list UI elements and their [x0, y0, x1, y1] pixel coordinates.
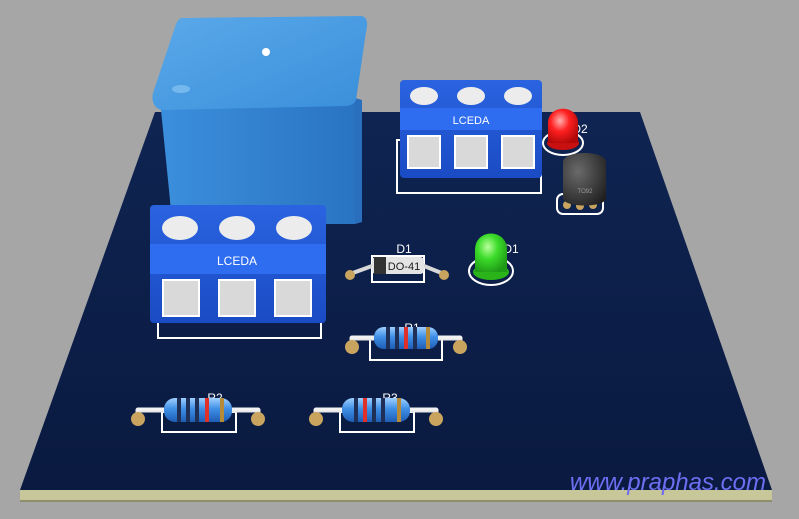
- screw-hole: [504, 87, 532, 105]
- color-band: [386, 327, 390, 349]
- led-red-dome: [548, 108, 578, 143]
- pad: [131, 412, 145, 426]
- terminal-block-top: LCEDA: [400, 80, 542, 178]
- led-green-designator: D1: [503, 242, 519, 256]
- screw-hole: [219, 216, 255, 240]
- terminal-left-band: [150, 244, 326, 274]
- relay-front-face: [160, 98, 355, 224]
- screw-hole: [410, 87, 438, 105]
- relay-corner-highlight: [172, 85, 190, 93]
- relay-top-face: [152, 16, 368, 110]
- resistor-r2: R2: [131, 391, 265, 426]
- color-band: [186, 398, 190, 422]
- wire-slot: [454, 135, 488, 169]
- wire-slot: [218, 279, 256, 317]
- wire-slot: [274, 279, 312, 317]
- relay-right-face: [355, 98, 362, 224]
- resistor-r1: R1: [345, 321, 467, 354]
- resistor-r3: R3: [309, 391, 443, 426]
- color-band: [354, 398, 358, 422]
- diode-designator: D1: [396, 242, 412, 256]
- pad: [429, 412, 443, 426]
- terminal-block-left: LCEDA: [150, 205, 326, 323]
- screw-hole: [457, 87, 485, 105]
- color-band: [195, 398, 199, 422]
- watermark: www.praphas.com: [570, 469, 766, 496]
- board-edge-shadow: [20, 500, 772, 502]
- pad: [345, 340, 359, 354]
- color-band: [381, 398, 385, 422]
- color-band: [363, 398, 367, 422]
- screw-hole: [162, 216, 198, 240]
- screw-hole: [276, 216, 312, 240]
- wire-slot: [501, 135, 535, 169]
- terminal-left-label: LCEDA: [217, 254, 257, 268]
- pad: [453, 340, 467, 354]
- wire-slot: [407, 135, 441, 169]
- color-band: [177, 398, 181, 422]
- pad: [309, 412, 323, 426]
- color-band: [395, 327, 399, 349]
- transistor: TO92: [563, 153, 606, 210]
- color-band: [372, 398, 376, 422]
- pad: [345, 270, 355, 280]
- diode-package-label: DO-41: [388, 261, 420, 273]
- color-band: [220, 398, 224, 422]
- terminal-top-label: LCEDA: [453, 115, 490, 127]
- transistor-body: [563, 153, 606, 206]
- led-green: D1: [468, 233, 519, 286]
- relay-pin-mark: [262, 48, 270, 56]
- color-band: [205, 398, 209, 422]
- board-edge: [20, 490, 772, 500]
- wire-slot: [162, 279, 200, 317]
- color-band: [397, 398, 401, 422]
- terminal-top-band: [400, 108, 542, 130]
- color-band: [413, 327, 417, 349]
- transistor-marking: TO92: [578, 189, 594, 195]
- led-red: D2: [542, 108, 588, 156]
- diode-cathode-band: [374, 257, 386, 274]
- color-band: [404, 327, 408, 349]
- diode-d1: DO-41 D1: [345, 242, 449, 280]
- pad: [439, 270, 449, 280]
- relay: [152, 16, 368, 224]
- color-band: [426, 327, 430, 349]
- led-green-dome: [475, 233, 507, 272]
- pad: [251, 412, 265, 426]
